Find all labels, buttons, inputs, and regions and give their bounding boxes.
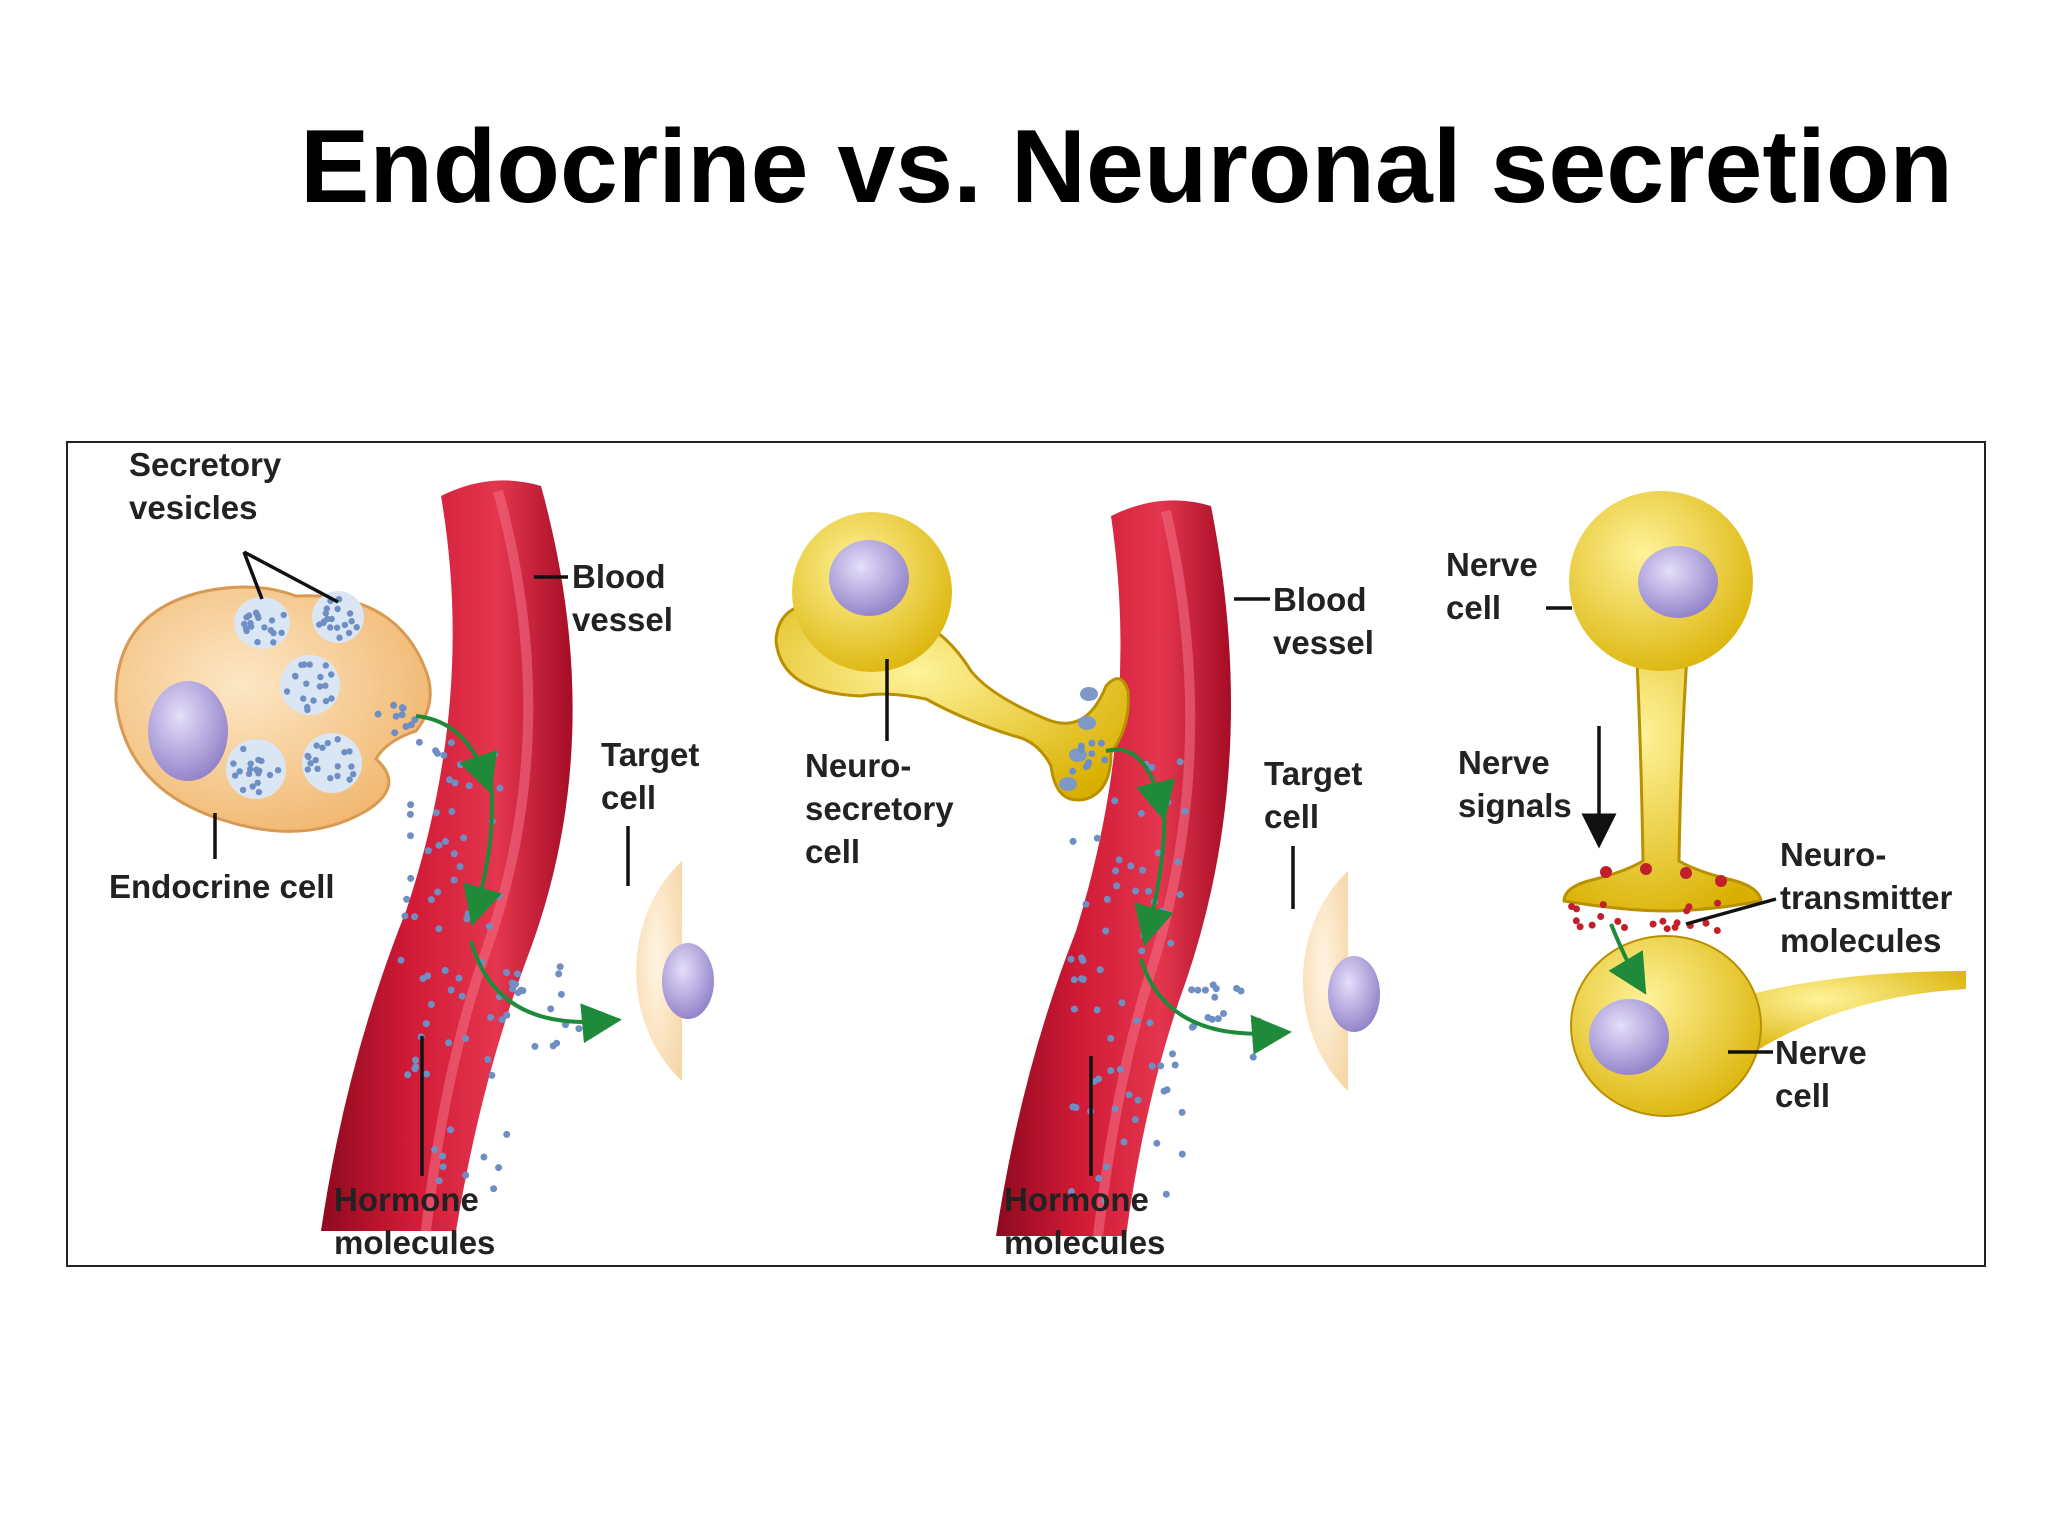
label-hormone-molecules-1: Hormone molecules (334, 1181, 495, 1261)
label-neurotransmitter-molecules: Neuro- transmitter molecules (1780, 836, 1962, 959)
flow-arrow-3 (1608, 923, 1647, 995)
flow-arrow-2b (1134, 808, 1174, 947)
label-target-cell-2: Target cell (1264, 755, 1372, 835)
neurosecretory-cell-nucleus (829, 540, 909, 616)
neurotransmitter-molecules (1568, 899, 1722, 934)
target-cell-1 (636, 861, 714, 1081)
label-secretory-vesicles: Secretory vesicles (129, 446, 290, 526)
label-target-cell-1: Target cell (601, 736, 709, 816)
flow-arrow-1b (463, 780, 502, 927)
flow-arrow-2a (1105, 747, 1176, 822)
label-blood-vessel-2: Blood vessel (1273, 581, 1376, 661)
label-nerve-cell-bottom: Nerve cell (1775, 1034, 1876, 1114)
secretion-diagram: Secretory vesicles Endocrine cell Blood … (66, 441, 1986, 1267)
endocrine-cell (114, 585, 432, 833)
panel-neuroendocrine: Neuro- secretory cell Blood vessel Targe… (774, 500, 1380, 1261)
flow-arrow-1c (469, 940, 622, 1044)
leader-vesicle-b (243, 550, 339, 604)
target-cell-1-nucleus (662, 943, 714, 1019)
secretory-vesicles (226, 591, 364, 799)
panel-neuronal: Nerve cell Nerve signals Neuro- transmit… (1446, 491, 1966, 1117)
label-nerve-signals: Nerve signals (1458, 744, 1572, 824)
leader-vesicle-a (242, 551, 264, 600)
endocrine-cell-nucleus (148, 681, 228, 781)
nerve-cell-top (1562, 491, 1763, 913)
neurosecretory-cell (774, 512, 1130, 802)
leader-neurotransmitter (1685, 897, 1777, 926)
flow-arrow-2c (1139, 958, 1292, 1055)
panel-endocrine: Secretory vesicles Endocrine cell Blood … (109, 446, 714, 1261)
blood-vessel-1 (321, 480, 573, 1231)
label-nerve-cell-top: Nerve cell (1446, 546, 1547, 626)
target-cell-2-nucleus (1328, 956, 1380, 1032)
nerve-cell-bottom-nucleus (1589, 999, 1669, 1075)
label-endocrine-cell: Endocrine cell (109, 868, 335, 905)
label-neurosecretory-cell: Neuro- secretory cell (805, 747, 963, 870)
label-hormone-molecules-2: Hormone molecules (1004, 1181, 1165, 1261)
target-cell-2 (1302, 871, 1380, 1091)
label-blood-vessel-1: Blood vessel (572, 558, 675, 638)
flow-arrow-1a (415, 714, 498, 795)
exocytosis-vesicle-1 (374, 701, 419, 737)
nerve-cell-top-nucleus (1638, 546, 1718, 618)
slide-title: Endocrine vs. Neuronal secretion (300, 109, 1953, 225)
